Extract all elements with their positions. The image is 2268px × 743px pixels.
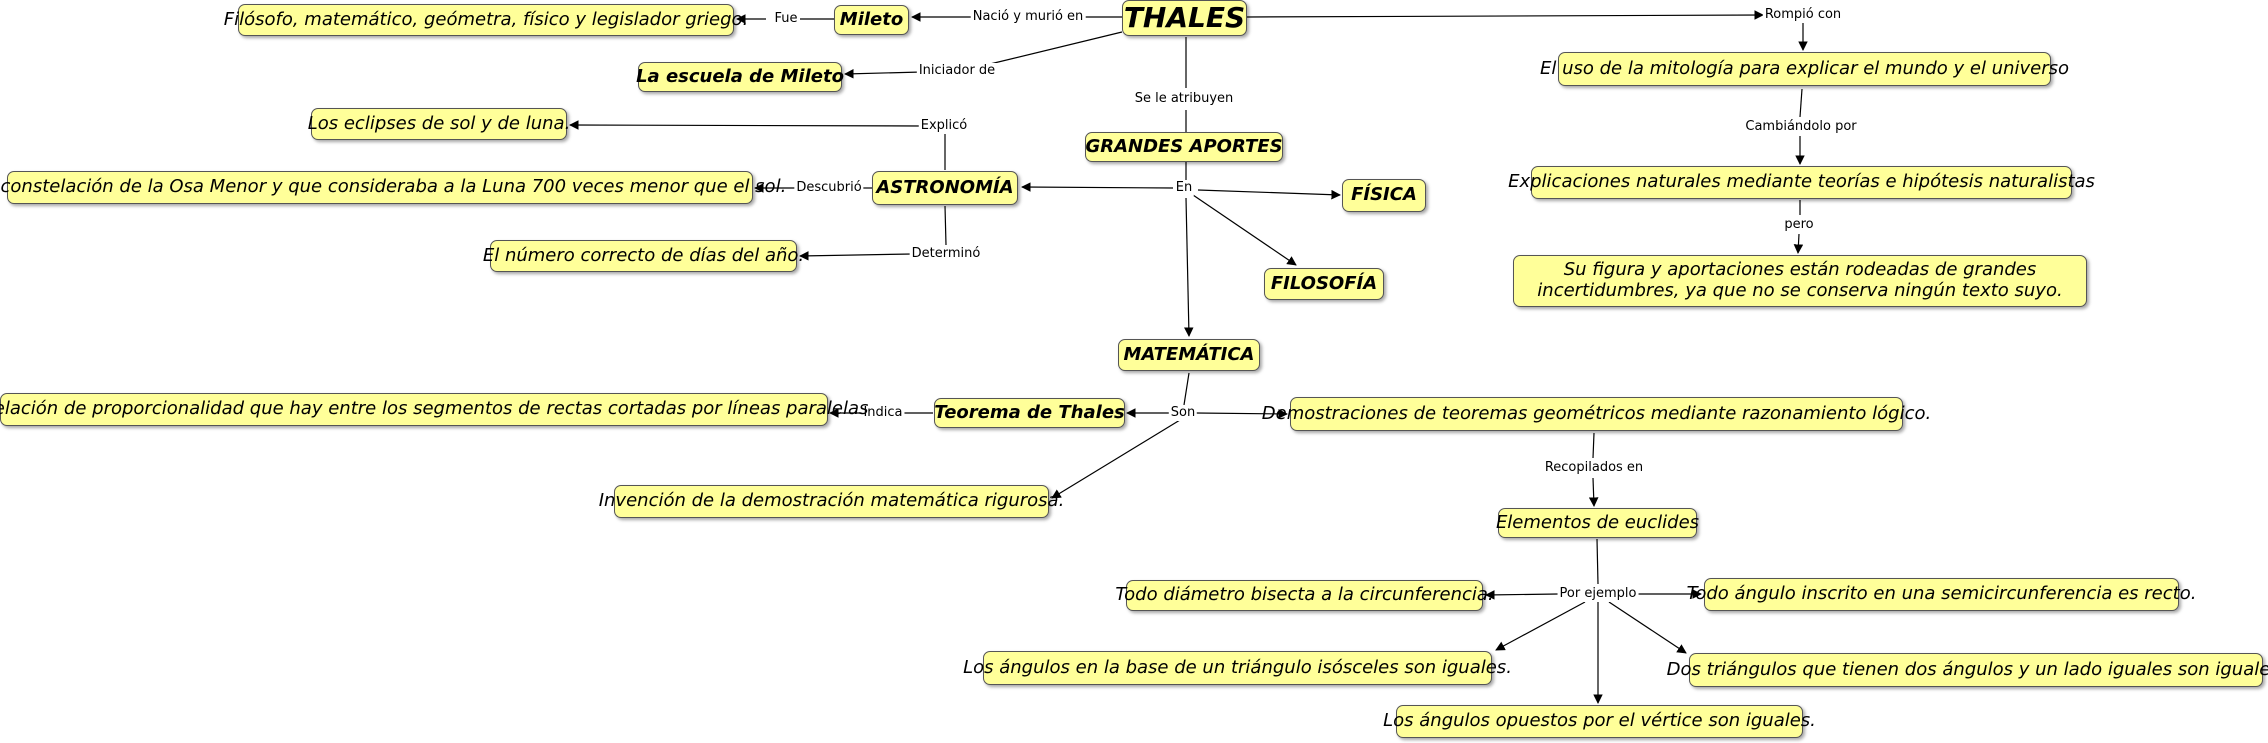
link-label-determino: Determinó [909,246,983,262]
connector-iniciador-escuela [844,68,923,79]
link-label-atribuyen: Se le atribuyen [1132,91,1236,107]
connector-son-invencion [1051,419,1181,499]
node-filosofia[interactable]: FILOSOFÍA [1264,268,1384,300]
node-matematica[interactable]: MATEMÁTICA [1118,339,1260,371]
connector-thales-iniciador [989,31,1123,65]
connector-ejemplo-triangulos [1608,601,1687,654]
link-label-recopilados: Recopilados en [1542,460,1646,476]
node-dias[interactable]: El número correcto de días del año. [483,240,804,272]
link-label-pero: pero [1782,217,1816,233]
connector-astronomia-determino [944,205,947,246]
node-eclipses[interactable]: Los eclipses de sol y de luna. [308,108,570,140]
connector-ejemplo-diametro [1485,590,1559,600]
link-label-descubrio: Descubrió [794,180,864,196]
link-label-son: Son [1168,405,1198,421]
connector-mitologia-cambiandolo [1799,88,1803,118]
node-mileto[interactable]: Mileto [834,5,909,35]
node-astronomia[interactable]: ASTRONOMÍA [872,171,1018,205]
node-fisica[interactable]: FÍSICA [1342,179,1426,212]
node-escuela[interactable]: La escuela de Mileto [636,62,844,92]
node-diametro[interactable]: Todo diámetro bisecta a la circunferenci… [1115,580,1494,611]
connector-son-demostraciones [1195,409,1288,419]
connector-demostraciones-recopilados [1592,432,1595,459]
connector-recopilados-elementos [1588,477,1599,507]
connector-determino-dias [799,251,913,261]
link-label-iniciador: Iniciador de [916,63,998,79]
node-angulos-base[interactable]: Los ángulos en la base de un triángulo i… [963,651,1512,685]
connector-ejemplo-base [1495,601,1586,651]
link-label-indica: Indica [861,405,905,421]
link-label-por-ejemplo: Por ejemplo [1557,586,1639,602]
connector-en-fisica [1197,189,1341,200]
connector-elementos-ejemplo [1596,538,1599,585]
node-thales[interactable]: THALES [1122,0,1247,36]
node-elementos[interactable]: Elementos de euclides [1496,508,1699,538]
node-grandes-aportes[interactable]: GRANDES APORTES [1085,132,1283,162]
node-mitologia[interactable]: El uso de la mitología para explicar el … [1540,52,2069,86]
link-label-cambiandolo: Cambiándolo por [1743,119,1859,135]
node-explicaciones[interactable]: Explicaciones naturales mediante teorías… [1508,166,2095,199]
connector-explico-eclipses [569,120,923,130]
node-dos-triangulos[interactable]: Dos triángulos que tienen dos ángulos y … [1667,653,2268,687]
link-label-nacio: Nació y murió en [970,9,1086,25]
connector-pero-figura [1793,233,1804,254]
connector-en-matematica [1184,197,1194,337]
node-figura[interactable]: Su figura y aportaciones están rodeadas … [1513,255,2087,307]
connector-en-filosofia [1192,194,1297,266]
node-angulo-inscrito[interactable]: Todo ángulo inscrito en una semicircunfe… [1687,578,2196,611]
connector-thales-rompio [1246,10,1764,20]
link-label-fue: Fue [772,11,800,27]
node-invencion[interactable]: Invención de la demostración matemática … [599,485,1064,518]
node-demostraciones[interactable]: Demostraciones de teoremas geométricos m… [1262,397,1931,431]
connector-en-astronomia [1021,182,1174,192]
link-label-explico: Explicó [918,118,970,134]
connector-matematica-son [1183,372,1190,406]
node-constelacion[interactable]: La constelación de la Osa Menor y que co… [0,171,786,204]
node-filosofo[interactable]: Filósofo, matemático, geómetra, físico y… [224,4,748,36]
node-relacion[interactable]: La relación de proporcionalidad que hay … [0,393,868,426]
node-opuestos[interactable]: Los ángulos opuestos por el vértice son … [1383,705,1816,738]
link-label-rompio: Rompió con [1762,7,1844,23]
node-teorema[interactable]: Teorema de Thales [934,398,1125,428]
link-label-en: En [1173,180,1195,196]
